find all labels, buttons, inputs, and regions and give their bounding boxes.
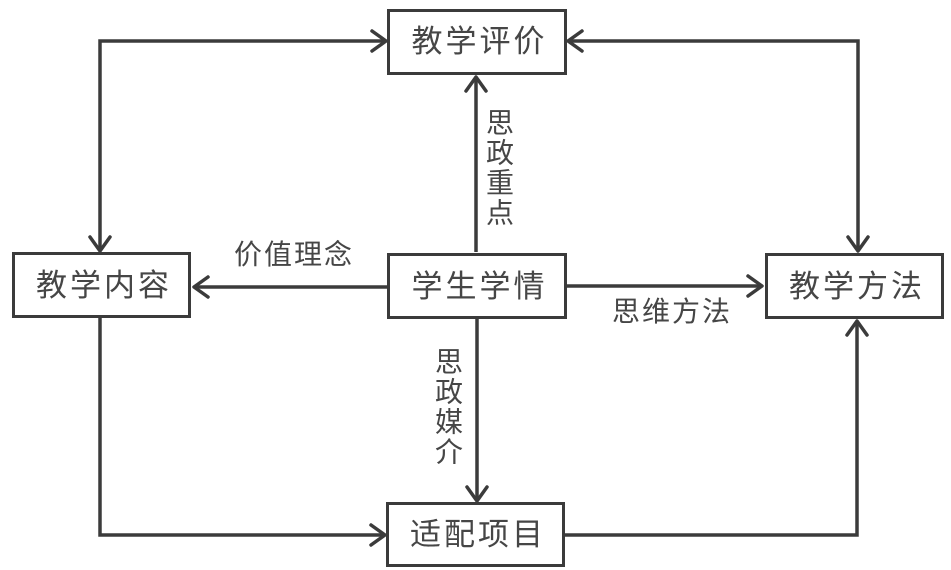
edge-label-medium: 思政媒介: [432, 347, 463, 467]
arrowhead-down-project: [465, 485, 489, 503]
arrowhead-right-method: [746, 274, 764, 298]
node-evaluation-box: [387, 9, 567, 75]
node-content-box: [12, 252, 191, 318]
edge-label-values: 价值理念: [234, 239, 355, 270]
arrowhead-down-content: [88, 235, 112, 253]
arrow-project-to-method-elbow: [563, 321, 859, 537]
node-method-box: [765, 253, 944, 319]
arrowhead-down-method: [846, 235, 870, 253]
arrowhead-left-content: [192, 275, 210, 299]
edge-label-thinking: 思维方法: [612, 296, 733, 327]
arrowhead-up-method: [845, 319, 869, 337]
arrowhead-right-evaluation: [370, 29, 388, 53]
arrowhead-right-project: [369, 523, 387, 547]
edge-label-focus: 思政重点: [483, 108, 514, 228]
arrowhead-up-evaluation: [464, 75, 488, 93]
node-student-box: [387, 253, 567, 319]
arrowhead-left-evaluation: [566, 29, 584, 53]
node-project-label: 适配项目: [410, 517, 546, 552]
node-content-label: 教学内容: [36, 267, 172, 303]
arrow-content-evaluation-elbow: [98, 39, 386, 251]
node-method-label: 教学方法: [789, 268, 925, 304]
arrow-content-to-project-elbow: [98, 317, 385, 537]
node-evaluation-label: 教学评价: [411, 24, 548, 59]
node-project-box: [386, 502, 565, 567]
node-student-label: 学生学情: [411, 268, 548, 304]
arrow-method-evaluation-elbow: [568, 39, 860, 251]
